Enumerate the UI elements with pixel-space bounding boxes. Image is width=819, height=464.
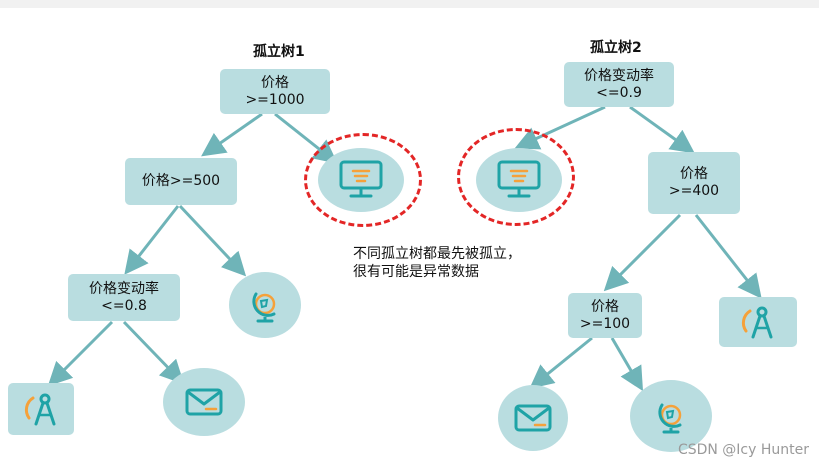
tree1-root-node: 价格 >=1000 — [220, 69, 330, 114]
edge-t1-root-left — [201, 112, 263, 157]
node-label: >=1000 — [245, 91, 305, 108]
tree1-leaf-globe — [229, 272, 301, 338]
tree2-level3-node: 价格 >=100 — [568, 293, 642, 338]
envelope-icon — [185, 388, 223, 416]
top-border — [0, 0, 819, 8]
globe-icon — [658, 403, 682, 434]
tree2-highlight-ring — [457, 128, 575, 226]
annotation-line: 不同孤立树都最先被孤立， — [353, 246, 521, 262]
node-label: 价格变动率 — [89, 280, 159, 297]
node-label: 价格 — [680, 166, 708, 182]
tree1-level3-node: 价格变动率 <=0.8 — [68, 274, 180, 321]
tree2-level2-node: 价格 >=400 — [648, 152, 740, 214]
tree2-title: 孤立树2 — [590, 40, 642, 56]
node-label: <=0.9 — [596, 84, 642, 101]
node-label: 价格 — [591, 298, 619, 315]
node-label: 价格变动率 — [584, 67, 654, 84]
tree1-highlight-ring — [304, 133, 422, 227]
envelope-icon — [514, 404, 552, 432]
tree2-leaf-globe — [630, 380, 712, 452]
edge-t2-l3-left — [529, 336, 593, 389]
node-label: >=400 — [668, 183, 720, 199]
edge-t1-l3-left — [47, 320, 114, 387]
tree1-leaf-envelope — [163, 368, 245, 436]
edge-t2-l3-right — [610, 337, 644, 392]
tree2-root-node: 价格变动率 <=0.9 — [564, 62, 674, 107]
node-label: 价格>=500 — [141, 173, 221, 189]
compass-icon — [24, 393, 56, 426]
node-label: <=0.8 — [101, 297, 147, 314]
edge-t2-root-right — [629, 105, 695, 154]
annotation-text: 不同孤立树都最先被孤立， 很有可能是异常数据 — [353, 245, 521, 281]
node-label: 价格 — [261, 74, 289, 91]
compass-icon — [741, 306, 773, 339]
edge-t1-l2-right — [178, 204, 247, 277]
tree1-level2-node: 价格>=500 — [125, 158, 237, 205]
globe-icon — [252, 292, 276, 323]
annotation-line: 很有可能是异常数据 — [353, 264, 479, 280]
node-label: >=100 — [579, 315, 631, 332]
tree2-leaf-compass — [719, 297, 797, 347]
edge-t1-l2-left — [124, 205, 180, 275]
tree1-title: 孤立树1 — [253, 44, 305, 60]
edge-t1-l3-right — [122, 320, 185, 385]
watermark: CSDN @Icy Hunter — [677, 442, 809, 458]
tree2-leaf-envelope — [498, 385, 568, 451]
edge-t2-l2-right — [694, 214, 762, 299]
tree1-leaf-compass — [8, 383, 74, 435]
edge-t2-l2-left — [603, 213, 682, 292]
